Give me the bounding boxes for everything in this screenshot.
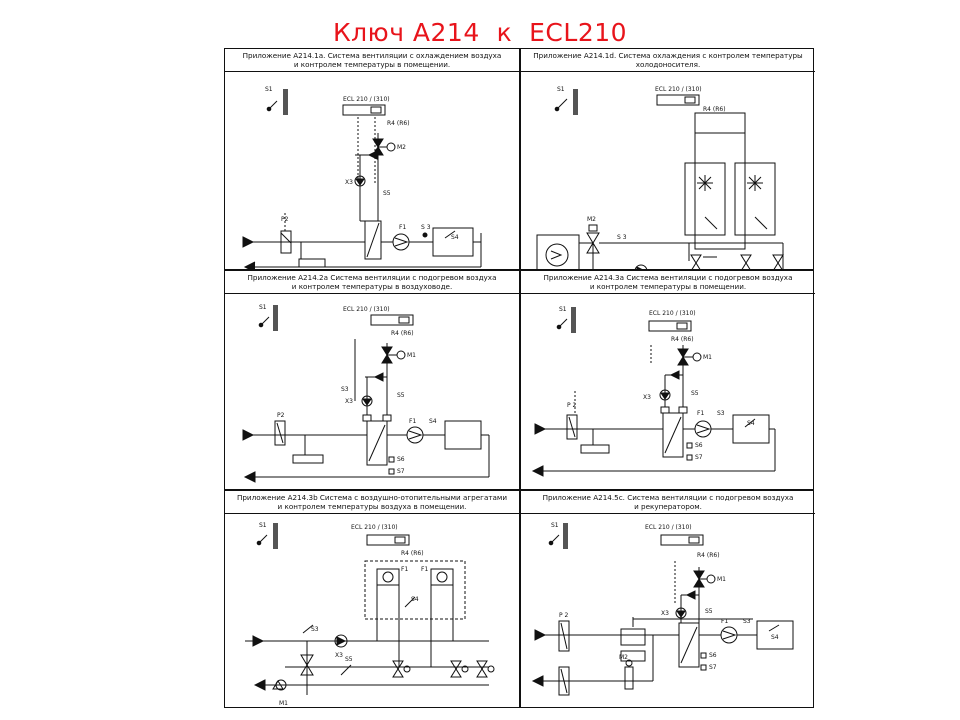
panel-a214-3b: Приложение А214.3b Система с воздушно-от… [225,491,519,709]
label-s1: S1 [259,522,267,529]
label-x3: X3 [345,398,353,405]
label-s4: S4 [451,234,459,241]
caption-divider [521,293,815,294]
label-f1: F1 [409,418,416,425]
label-s3: S 3 [617,234,627,241]
label-f1b: F1 [421,566,428,573]
panel-caption: Приложение А214.3а Система вентиляции с … [543,273,793,291]
label-x3: X3 [661,610,669,617]
label-f1: F1 [697,410,704,417]
page-title: Ключ А214 к ECL210 [332,18,628,47]
label-s3: S3 [341,386,349,393]
caption-divider [225,293,519,294]
label-r4: R4 (R6) [697,552,720,559]
label-m1: M1 [407,352,416,359]
label-ecl: ECL 210 / (310) [343,96,390,103]
caption-divider [225,71,519,72]
label-m2: M2 [587,216,596,223]
label-s3: S3 [717,410,725,417]
label-ecl: ECL 210 / (310) [655,86,702,93]
label-p2: P 2 [567,402,577,409]
panel-a214-1a: Приложение А214.1а. Система вентиляции с… [225,49,519,269]
label-s5: S5 [383,190,391,197]
schematic-a214-5c: S1 ECL 210 / (310) R4 (R6) M1 X3 S5 P 2 … [531,522,794,696]
label-m1: M1 [703,354,712,361]
label-m2: M2 [619,654,628,661]
label-m2: M2 [397,144,406,151]
label-p2: P2 [277,412,285,419]
label-s5: S5 [691,390,699,397]
label-s1: S1 [559,306,567,313]
label-p2: P 2 [559,612,569,619]
label-x3: X3 [643,394,651,401]
label-p2: P2 [281,216,289,223]
label-x3: X3 [335,652,343,659]
caption-divider [225,513,519,514]
panel-a214-1d: Приложение А214.1d. Система охлаждения с… [521,49,815,269]
label-s4: S4 [411,596,419,603]
label-m1: M1 [717,576,726,583]
label-f1a: F1 [401,566,408,573]
label-x3: X3 [345,179,353,186]
label-s5: S5 [705,608,713,615]
caption-divider [521,513,815,514]
label-f1: F1 [399,224,406,231]
label-s6: S6 [397,456,405,463]
label-ecl: ECL 210 / (310) [649,310,696,317]
column-divider [519,49,521,707]
label-r4: R4 (R6) [671,336,694,343]
label-f1: F1 [721,618,728,625]
schematic-a214-3b: S1 ECL 210 / (310) R4 (R6) F1 F1 S4 S3 X… [245,522,495,707]
panel-caption: Приложение А214.1d. Система охлаждения с… [533,51,803,69]
caption-divider [521,71,815,72]
label-s7: S7 [709,664,717,671]
label-ecl: ECL 210 / (310) [645,524,692,531]
label-s5: S5 [397,392,405,399]
label-ecl: ECL 210 / (310) [351,524,398,531]
schematic-a214-2a: S1 ECL 210 / (310) R4 (R6) M1 S3 X3 S5 P… [242,304,490,483]
panel-caption: Приложение А214.5с. Система вентиляции с… [542,493,794,511]
label-s3: S 3 [421,224,431,231]
label-s3: S3 [743,618,751,625]
label-s3: S3 [311,626,319,633]
schematic-a214-1d: S1 ECL 210 / (310) R4 (R6) M2 S 3 F1 [536,86,784,269]
panel-a214-2a: Приложение А214.2а Система вентиляции с … [225,271,519,489]
label-s4: S4 [771,634,779,641]
label-s7: S7 [695,454,703,461]
label-m1: M1 [279,700,288,707]
panel-caption: Приложение А214.3b Система с воздушно-от… [236,493,508,511]
row-divider [225,269,813,271]
row-divider [225,489,813,491]
label-s1: S1 [557,86,565,93]
label-s5: S5 [345,656,353,663]
label-r4: R4 (R6) [401,550,424,557]
panel-caption: Приложение А214.1а. Система вентиляции с… [242,51,502,69]
panel-a214-3a: Приложение А214.3а Система вентиляции с … [521,271,815,489]
schematic-a214-1a: S1 ECL 210 / (310) R4 (R6) M2 X3 S5 P2 F… [242,86,482,269]
label-s6: S6 [709,652,717,659]
label-r4: R4 (R6) [391,330,414,337]
label-s1: S1 [265,86,273,93]
schematics-sheet: Приложение А214.1а. Система вентиляции с… [224,48,815,709]
label-ecl: ECL 210 / (310) [343,306,390,313]
label-s7: S7 [397,468,405,475]
label-r4: R4 (R6) [387,120,410,127]
label-s1: S1 [259,304,267,311]
label-s6: S6 [695,442,703,449]
schematic-a214-3a: S1 ECL 210 / (310) R4 (R6) M1 X3 S5 P 2 … [531,306,776,477]
panel-a214-5c: Приложение А214.5с. Система вентиляции с… [521,491,815,709]
label-s4: S4 [747,420,755,427]
label-r4: R4 (R6) [703,106,726,113]
label-s4: S4 [429,418,437,425]
panel-caption: Приложение А214.2а Система вентиляции с … [247,273,497,291]
label-s1: S1 [551,522,559,529]
